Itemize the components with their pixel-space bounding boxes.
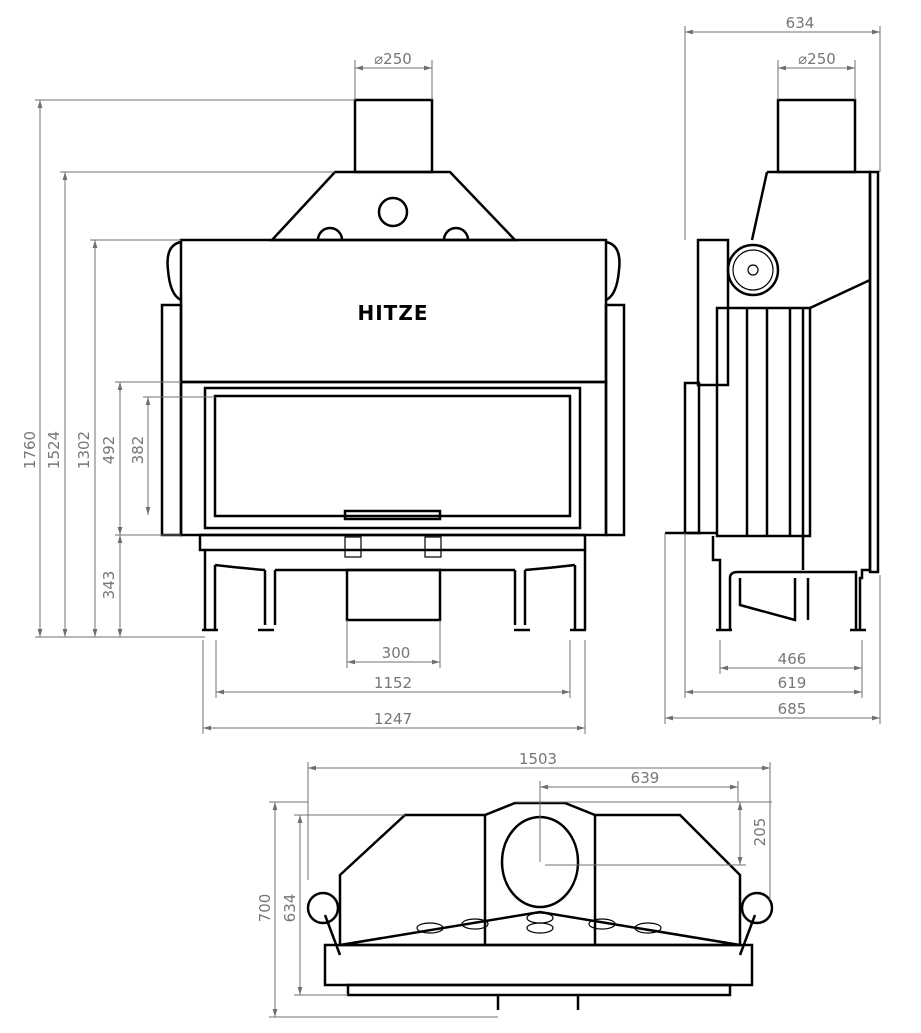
- svg-text:700: 700: [256, 894, 274, 923]
- svg-text:1302: 1302: [75, 431, 93, 469]
- top-dimensions: 1503 639 205 700 634: [256, 750, 772, 1018]
- glass: [213, 394, 572, 518]
- svg-text:343: 343: [100, 571, 118, 600]
- ash-box: [345, 568, 442, 622]
- svg-text:619: 619: [778, 674, 807, 692]
- door-frame: [203, 386, 582, 530]
- svg-text:⌀250: ⌀250: [374, 50, 412, 68]
- svg-text:382: 382: [129, 436, 147, 465]
- svg-text:1152: 1152: [374, 674, 412, 692]
- side-dimensions: 634 ⌀250 466 619 685: [664, 14, 881, 724]
- top-view: [306, 801, 774, 1010]
- svg-text:1503: 1503: [519, 750, 557, 768]
- svg-text:492: 492: [100, 436, 118, 465]
- svg-text:⌀250: ⌀250: [798, 50, 836, 68]
- svg-text:466: 466: [778, 650, 807, 668]
- front-view: HITZE: [160, 98, 626, 632]
- side-view: [665, 98, 880, 632]
- svg-text:1247: 1247: [374, 710, 412, 728]
- hood: [269, 170, 518, 242]
- svg-text:300: 300: [382, 644, 411, 662]
- svg-text:639: 639: [631, 769, 660, 787]
- svg-text:205: 205: [751, 818, 769, 847]
- svg-text:634: 634: [786, 14, 815, 32]
- door-handle: [343, 509, 442, 521]
- flue-pipe: [353, 98, 434, 174]
- svg-text:1524: 1524: [45, 431, 63, 469]
- svg-text:1760: 1760: [21, 431, 39, 469]
- front-dimensions: ⌀250 1760 1524 1302 492 382 343 300 1152…: [21, 50, 586, 734]
- svg-text:685: 685: [778, 700, 807, 718]
- svg-text:634: 634: [281, 894, 299, 923]
- hitze-logo: HITZE: [358, 301, 429, 325]
